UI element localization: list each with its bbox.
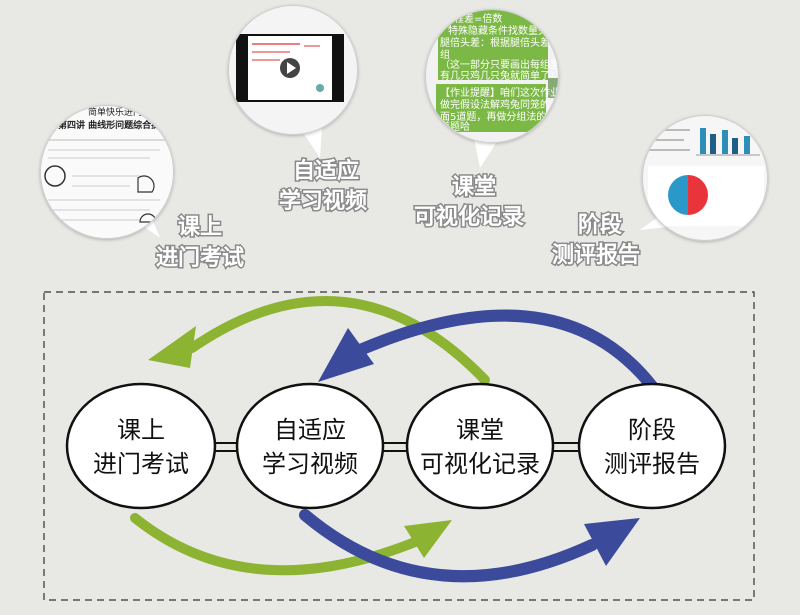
node-entrance-exam-line2: 进门考试 — [93, 450, 189, 478]
thumbnail-exam-bubble: 简单快乐进门考 第四讲 曲线形问题综合提高 — [40, 105, 174, 239]
arrow-green-top — [148, 296, 490, 385]
caption-entrance-exam-line1: 课上 — [178, 215, 222, 240]
thumb-notes-l5: （这一部分只要画出每组里 — [440, 58, 560, 71]
equals-connector-2 — [382, 442, 406, 452]
caption-adaptive-video-line1: 自适应 — [293, 158, 359, 184]
caption-entrance-exam-line2: 进门考试 — [156, 245, 244, 271]
thumb-notes-l7: 【作业提醒】咱们这次作业 — [440, 86, 560, 99]
node-entrance-exam: 课上 进门考试 — [65, 382, 217, 510]
caption-adaptive-video-line2: 学习视频 — [279, 188, 367, 214]
caption-stage-report-line2: 测评报告 — [552, 243, 640, 268]
thumb-notes-l2: 特殊隐藏条件找数量关系 — [448, 24, 558, 37]
caption-stage-report: 阶段 测评报告 — [551, 211, 642, 270]
thumb-notes-l1: 路程差=倍数 — [444, 12, 502, 25]
node-stage-report: 阶段 测评报告 — [577, 382, 727, 510]
equals-connector-1 — [214, 442, 238, 452]
node-classroom-record-line1: 课堂 — [456, 416, 504, 444]
caption-adaptive-video: 自适应 学习视频 — [278, 157, 369, 216]
caption-classroom-record: 课堂 可视化记录 — [413, 174, 526, 232]
thumb-notes-l3: 腿倍头差：根据腿倍头差 — [440, 36, 550, 49]
equals-connector-3 — [552, 442, 578, 452]
node-classroom-record-line2: 可视化记录 — [420, 450, 540, 478]
thumb-notes-l9: 面5道题，再做分组法的前五 — [440, 110, 566, 123]
caption-stage-report-line1: 阶段 — [578, 212, 622, 238]
node-entrance-exam-line1: 课上 — [117, 416, 165, 444]
caption-entrance-exam: 课上 进门考试 — [155, 214, 246, 273]
thumbnail-video-bubble — [228, 5, 358, 158]
dashed-frame — [43, 291, 755, 601]
node-stage-report-line2: 测评报告 — [604, 450, 700, 478]
thumbnail-notes-bubble: 路程差=倍数 特殊隐藏条件找数量关系 腿倍头差：根据腿倍头差 组 （这一部分只要… — [425, 9, 566, 168]
thumb-notes-l6: 有几只鸡几只兔就简单了） — [440, 69, 560, 82]
thumb-notes-l4: 组 — [440, 48, 450, 61]
thumb-exam-header: 简单快乐进门考 — [88, 106, 151, 118]
arrow-blue-top — [318, 309, 661, 396]
node-adaptive-video-line2: 学习视频 — [262, 450, 358, 478]
thumbnail-report-bubble — [640, 115, 768, 241]
node-adaptive-video: 自适应 学习视频 — [235, 382, 385, 510]
node-classroom-record: 课堂 可视化记录 — [405, 382, 555, 510]
thumb-notes-l8: 做完假设法解鸡兔同笼的后 — [440, 98, 560, 111]
caption-classroom-record-line2: 可视化记录 — [414, 204, 524, 230]
node-adaptive-video-line1: 自适应 — [274, 416, 346, 444]
caption-classroom-record-line1: 课堂 — [452, 175, 496, 200]
node-stage-report-line1: 阶段 — [628, 416, 676, 444]
arrow-blue-bottom — [299, 509, 640, 583]
thumb-exam-title: 第四讲 曲线形问题综合提高 — [58, 119, 169, 131]
